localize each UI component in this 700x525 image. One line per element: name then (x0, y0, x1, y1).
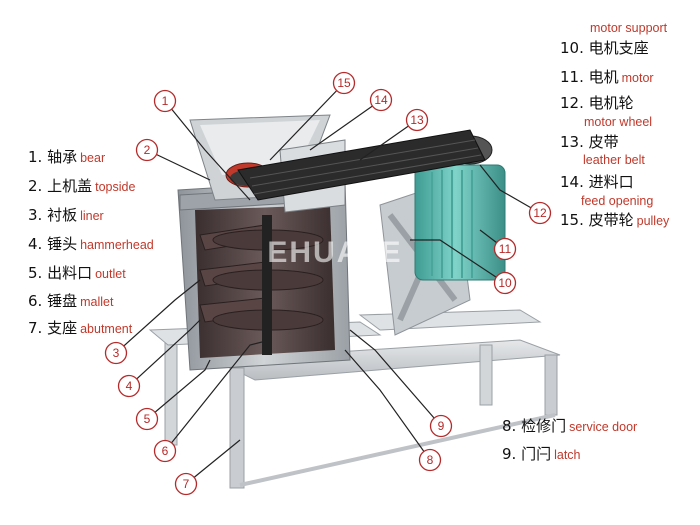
callout-7: 7 (174, 472, 198, 496)
watermark: EHUALE (267, 236, 402, 269)
svg-text:2: 2 (144, 143, 151, 157)
svg-text:12: 12 (533, 206, 547, 220)
svg-text:4: 4 (126, 379, 133, 393)
callout-4: 4 (117, 374, 141, 398)
legend-item-13-en: leather belt (583, 153, 645, 167)
callout-8: 8 (418, 448, 442, 472)
callouts: 1 2 3 4 5 6 7 8 9 10 11 12 13 14 15 (104, 71, 552, 496)
callout-6: 6 (153, 439, 177, 463)
svg-text:5: 5 (144, 412, 151, 426)
svg-text:11: 11 (499, 242, 512, 256)
legend-item-12-en: motor wheel (584, 115, 653, 129)
legend-item-14: 14. 进料口 (560, 173, 634, 191)
legend-item-10-en: motor support (590, 21, 668, 35)
svg-text:13: 13 (410, 113, 424, 127)
callout-9: 9 (429, 414, 453, 438)
callout-10: 10 (493, 271, 517, 295)
callout-1: 1 (153, 89, 177, 113)
legend-item-10: 10. 电机支座 (560, 39, 649, 57)
svg-text:1: 1 (162, 94, 169, 108)
callout-3: 3 (104, 341, 128, 365)
callout-14: 14 (369, 88, 393, 112)
svg-text:7: 7 (183, 477, 190, 491)
svg-text:15: 15 (337, 76, 351, 90)
callout-12: 12 (528, 201, 552, 225)
svg-text:10: 10 (498, 276, 512, 290)
crusher-body (177, 179, 351, 371)
legend-item-14-en: feed opening (581, 194, 654, 208)
callout-5: 5 (135, 407, 159, 431)
callout-13: 13 (405, 108, 429, 132)
svg-text:8: 8 (427, 453, 434, 467)
legend-item-12: 12. 电机轮 (560, 94, 634, 112)
legend-item-13: 13. 皮带 (560, 133, 619, 151)
svg-text:6: 6 (162, 444, 169, 458)
callout-15: 15 (332, 71, 356, 95)
svg-text:14: 14 (374, 93, 388, 107)
callout-11: 11 (493, 237, 517, 261)
leader-lines (115, 82, 541, 485)
svg-text:3: 3 (113, 346, 120, 360)
callout-2: 2 (135, 138, 159, 162)
svg-text:9: 9 (438, 419, 445, 433)
belt (237, 129, 486, 201)
